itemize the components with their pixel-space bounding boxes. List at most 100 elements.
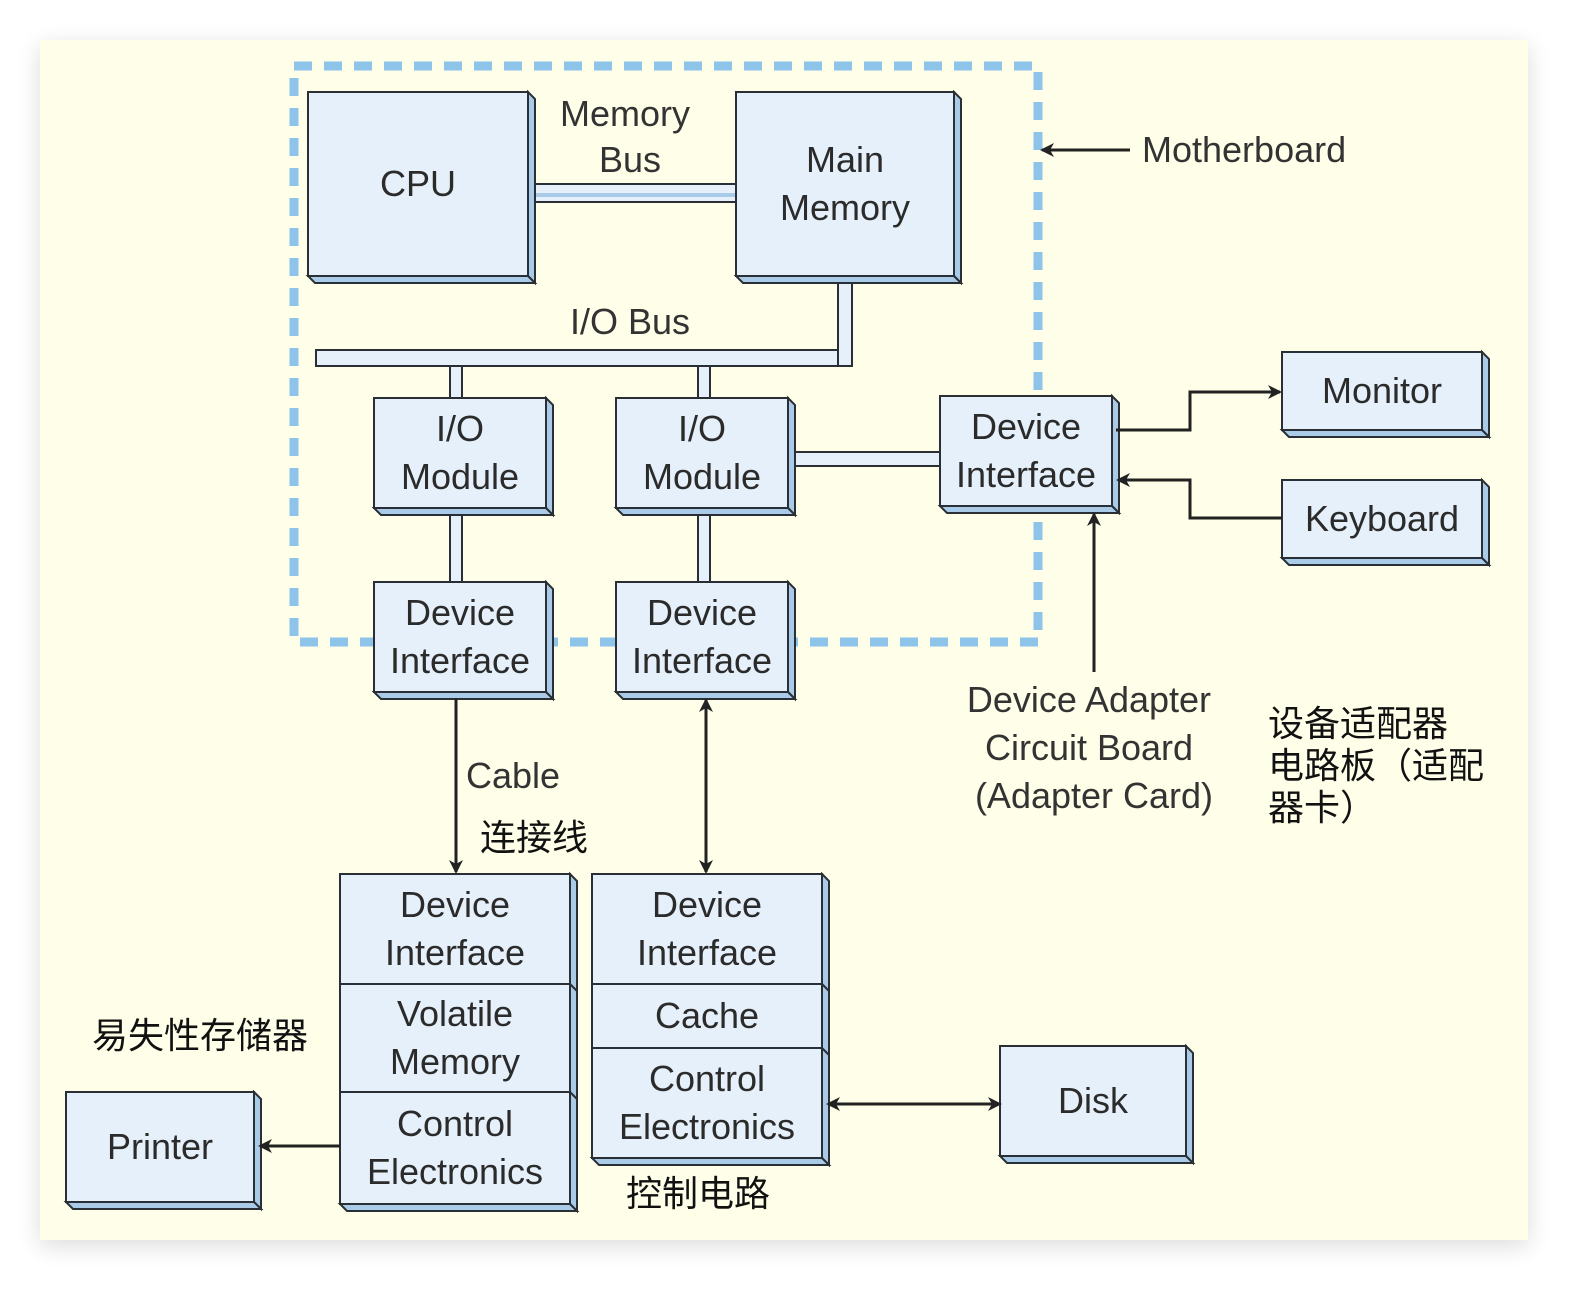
box-face — [339, 873, 571, 1205]
box-label-line: Volatile — [397, 993, 513, 1034]
section-divider-edge — [569, 1091, 578, 1100]
box-side-edge — [953, 89, 962, 286]
box-bottom-edge — [997, 1155, 1196, 1164]
box-label: Disk — [1058, 1080, 1129, 1121]
box-label-line: Device — [647, 592, 757, 633]
memory-bus — [527, 183, 739, 203]
box-label-line: I/O — [436, 408, 484, 449]
box-side-edge — [527, 89, 536, 286]
box-label-line: Device — [971, 406, 1081, 447]
box-label-line: Interface — [632, 640, 772, 681]
box-side-edge — [1185, 1043, 1194, 1166]
box-label-line: Disk — [1058, 1080, 1129, 1121]
io-bus-taps — [449, 365, 941, 585]
keyboard-arrow — [1116, 473, 1282, 520]
box-label: Keyboard — [1305, 498, 1459, 539]
box-label-line: Device — [652, 884, 762, 925]
box-face — [615, 397, 789, 509]
connector-arrows — [258, 143, 1282, 1153]
box-label-line: Monitor — [1322, 370, 1442, 411]
box-bottom-edge — [1279, 557, 1492, 566]
box-face — [307, 91, 529, 277]
printer-box: Printer — [63, 1089, 264, 1212]
box-side-edge — [253, 1089, 262, 1212]
box-side-edge — [1111, 393, 1120, 516]
box-bottom-edge — [937, 505, 1122, 514]
box-label: Monitor — [1322, 370, 1442, 411]
io-module-box: I/O Module — [371, 395, 556, 518]
box-side-edge — [821, 871, 830, 1168]
box-face — [1281, 351, 1483, 431]
box-face — [373, 581, 547, 693]
box-label: I/O Module — [401, 408, 519, 497]
box-label-line: Module — [401, 456, 519, 497]
monitor-arrow — [1116, 385, 1282, 432]
box-bottom-edge — [613, 507, 798, 516]
box-bottom-edge — [371, 507, 556, 516]
box-label-line: Interface — [390, 640, 530, 681]
box-side-edge — [787, 579, 796, 702]
box-label: Cache — [655, 995, 759, 1036]
box-bottom-edge — [371, 691, 556, 700]
control-electronics-cn-label: 控制电路 — [626, 1174, 770, 1215]
box-label-line: Electronics — [367, 1151, 543, 1192]
box-label-line: Interface — [637, 932, 777, 973]
io-bus-label: I/O Bus — [570, 301, 690, 342]
box-label-line: Electronics — [619, 1106, 795, 1147]
box-side-edge — [787, 395, 796, 518]
disk-box: Disk — [997, 1043, 1196, 1166]
section-divider-edge — [821, 983, 830, 992]
box-label-line: Control — [397, 1103, 513, 1144]
io-bus — [315, 275, 853, 367]
cable-label: Cable — [466, 755, 560, 796]
cable-cn-label: 连接线 — [480, 818, 588, 859]
box-face — [591, 873, 823, 1159]
box-face — [65, 1091, 255, 1203]
box-bottom-edge — [305, 275, 538, 284]
box-bottom-edge — [733, 275, 964, 284]
adapter-card-cn-label: 设备适配器 电路板（适配 器卡） — [1268, 704, 1495, 829]
adapter-card-label: Device Adapter Circuit Board (Adapter Ca… — [967, 679, 1221, 816]
monitor-box: Monitor — [1279, 349, 1492, 440]
cpu-box: CPU — [305, 89, 538, 286]
box-label-line: Device — [400, 884, 510, 925]
box-face — [999, 1045, 1187, 1157]
box-label-line: Interface — [385, 932, 525, 973]
box-side-edge — [1481, 477, 1490, 568]
box-side-edge — [545, 579, 554, 702]
box-bottom-edge — [589, 1157, 832, 1166]
box-face — [373, 397, 547, 509]
box-side-edge — [569, 871, 578, 1214]
box-label-line: Main — [806, 139, 884, 180]
box-label-line: CPU — [380, 163, 456, 204]
box-label-line: Cache — [655, 995, 759, 1036]
box-label-line: Interface — [956, 454, 1096, 495]
box-label: CPU — [380, 163, 456, 204]
box-label-line: Module — [643, 456, 761, 497]
box-label-line: Memory — [390, 1041, 520, 1082]
box-label-line: Control — [649, 1058, 765, 1099]
box-face — [615, 581, 789, 693]
keyboard-box: Keyboard — [1279, 477, 1492, 568]
box-bottom-edge — [613, 691, 798, 700]
box-label: Printer — [107, 1126, 213, 1167]
section-divider-edge — [821, 1047, 830, 1056]
box-label-line: Keyboard — [1305, 498, 1459, 539]
